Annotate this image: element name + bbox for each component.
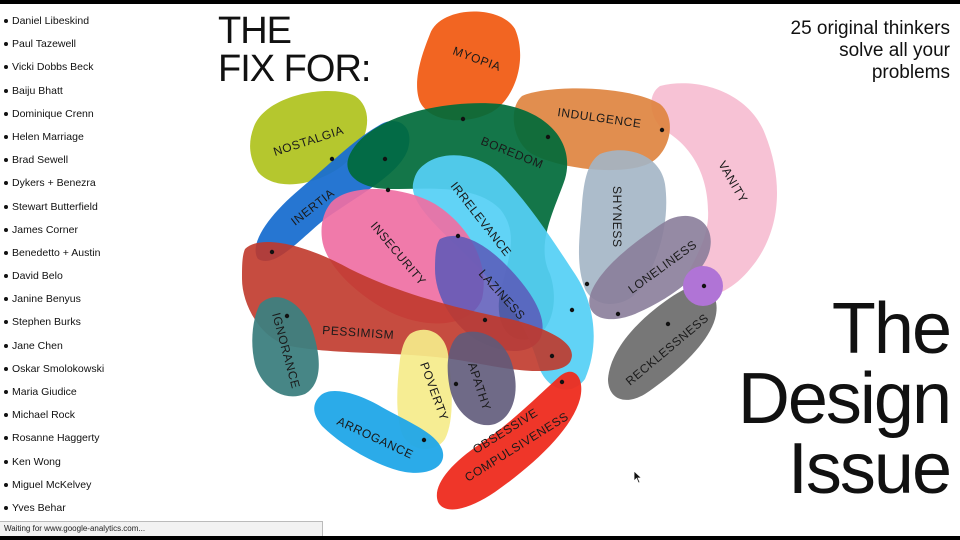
tagline-line: problems (871, 62, 950, 83)
contributor-link[interactable]: Ken Wong (0, 455, 215, 478)
bullet-icon (4, 274, 8, 279)
anchor-dot (549, 353, 555, 359)
issue-title: The Design Issue (737, 289, 952, 509)
contributor-link[interactable]: Miguel McKelvey (0, 478, 215, 501)
bullet-icon (4, 134, 8, 139)
issue-title-line: Design (737, 359, 952, 439)
fix-for-line: FIX FOR: (218, 48, 371, 90)
blob-arrogance-shape[interactable] (314, 391, 444, 473)
contributor-link[interactable]: Daniel Libeskind (0, 14, 215, 37)
problem-blob-map: VANITY MYOPIA INDULGENCE NOSTALGIA INERT… (242, 11, 777, 510)
bullet-icon (4, 459, 8, 464)
anchor-dot (701, 283, 707, 289)
anchor-dot (460, 116, 466, 122)
anchor-dot (545, 134, 551, 140)
blob-apathy-shape[interactable] (447, 331, 516, 426)
bullet-icon (4, 158, 8, 163)
contributor-link[interactable]: Maria Giudice (0, 385, 215, 408)
blob-vanity-shape[interactable] (651, 83, 777, 298)
contributor-list: Daniel Libeskind Paul Tazewell Vicki Dob… (0, 14, 215, 524)
blob-vanity[interactable]: VANITY (651, 83, 777, 298)
web-page: Daniel Libeskind Paul Tazewell Vicki Dob… (0, 4, 960, 536)
anchor-dot (559, 379, 565, 385)
bullet-icon (4, 436, 8, 441)
contributor-link[interactable]: Dominique Crenn (0, 107, 215, 130)
contributor-link[interactable]: Dykers + Benezra (0, 176, 215, 199)
tagline: 25 original thinkers solve all your prob… (730, 18, 950, 84)
contributor-link[interactable]: Rosanne Haggerty (0, 431, 215, 454)
bullet-icon (4, 181, 8, 186)
anchor-dot (385, 187, 391, 193)
bullet-icon (4, 297, 8, 302)
bullet-icon (4, 65, 8, 70)
bullet-icon (4, 19, 8, 23)
tagline-line: solve all your (839, 40, 950, 61)
contributor-link[interactable]: James Corner (0, 223, 215, 246)
anchor-dot (421, 437, 427, 443)
contributor-link[interactable]: Vicki Dobbs Beck (0, 60, 215, 83)
contributor-link[interactable]: Baiju Bhatt (0, 84, 215, 107)
anchor-dot (615, 311, 621, 317)
anchor-dot (569, 307, 575, 313)
contributor-link[interactable]: Jane Chen (0, 339, 215, 362)
contributor-link[interactable]: Stephen Burks (0, 315, 215, 338)
issue-title-line: The (831, 289, 952, 369)
blob-poverty[interactable]: POVERTY (397, 329, 452, 450)
bullet-icon (4, 366, 8, 371)
anchor-dot (584, 281, 590, 287)
bullet-icon (4, 413, 8, 418)
contributor-link[interactable]: Oskar Smolokowski (0, 362, 215, 385)
anchor-dot (284, 313, 290, 319)
bullet-icon (4, 88, 8, 93)
bullet-icon (4, 482, 8, 487)
blob-anchor-dots (269, 116, 707, 443)
fix-for-line: THE (218, 10, 292, 52)
contributor-link[interactable]: Benedetto + Austin (0, 246, 215, 269)
blob-apathy[interactable]: APATHY (447, 331, 516, 426)
blob-myopia-shape[interactable] (417, 11, 521, 121)
anchor-dot (665, 321, 671, 327)
browser-status-bar: Waiting for www.google-analytics.com... (0, 521, 323, 536)
bullet-icon (4, 111, 8, 116)
bullet-icon (4, 204, 8, 209)
bullet-icon (4, 343, 8, 348)
anchor-dot (269, 249, 275, 255)
anchor-dot (382, 156, 388, 162)
contributor-link[interactable]: Michael Rock (0, 408, 215, 431)
blob-ignorance-shape[interactable] (252, 297, 319, 397)
bullet-icon (4, 42, 8, 47)
bullet-icon (4, 505, 8, 510)
contributor-link[interactable]: Brad Sewell (0, 153, 215, 176)
blob-loneliness-shape[interactable] (589, 215, 711, 320)
bullet-icon (4, 250, 8, 255)
contributor-link[interactable]: David Belo (0, 269, 215, 292)
bullet-icon (4, 390, 8, 394)
mouse-cursor-icon (633, 470, 643, 484)
anchor-dot (482, 317, 488, 323)
blob-shyness-label: SHYNESS (610, 186, 624, 248)
tagline-line: 25 original thinkers (790, 18, 950, 39)
contributor-link[interactable]: Janine Benyus (0, 292, 215, 315)
fix-for-heading: THE FIX FOR: (218, 10, 371, 90)
contributor-link[interactable]: Paul Tazewell (0, 37, 215, 60)
anchor-dot (455, 233, 461, 239)
blob-poverty-shape[interactable] (397, 329, 452, 450)
issue-title-line: Issue (787, 429, 952, 509)
anchor-dot (659, 127, 665, 133)
contributor-link[interactable]: Helen Marriage (0, 130, 215, 153)
bullet-icon (4, 320, 8, 325)
contributor-link[interactable]: Stewart Butterfield (0, 200, 215, 223)
contributor-link[interactable]: Yves Behar (0, 501, 215, 524)
blob-pessimism-label: PESSIMISM (322, 323, 395, 342)
anchor-dot (329, 156, 335, 162)
blob-recklessness-shape[interactable] (608, 285, 717, 400)
blob-ignorance[interactable]: IGNORANCE (252, 297, 319, 397)
bullet-icon (4, 227, 8, 232)
blob-myopia[interactable]: MYOPIA (417, 11, 521, 121)
blob-obsessive-compulsiveness-shape[interactable] (436, 371, 582, 510)
anchor-dot (453, 381, 459, 387)
